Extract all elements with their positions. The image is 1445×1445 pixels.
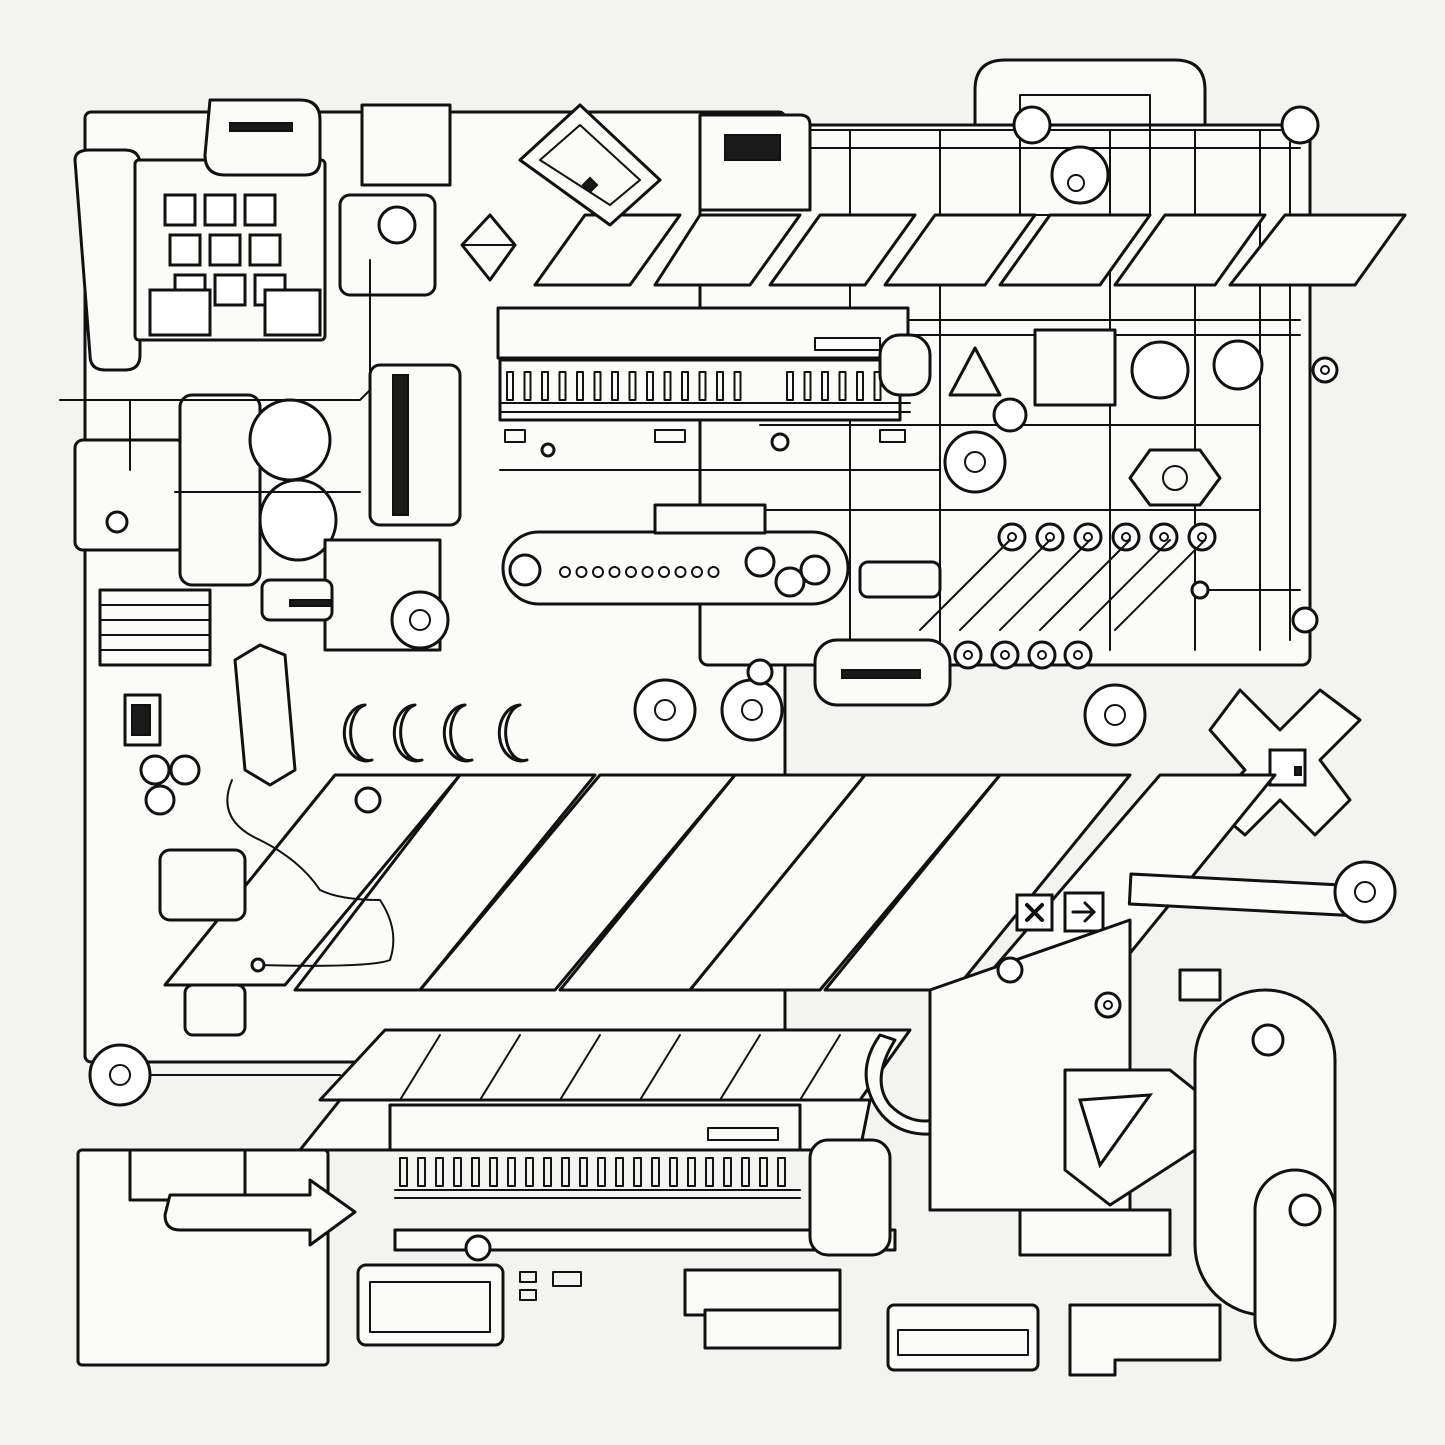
top-panel-row [533,213,1407,287]
comb-tooth [506,371,514,401]
keypad-block [73,148,327,372]
capsule-dot [592,566,604,578]
comb-tooth [576,371,584,401]
comb-tooth [723,1157,732,1187]
comb-tooth [435,1157,444,1187]
capsule-dot [707,566,720,578]
ring-hole [1000,650,1010,660]
right-lower-cluster [928,918,1337,1377]
ring [1073,522,1103,552]
comb-tooth [803,371,812,401]
left-middle-cluster [59,259,371,816]
comb-tooth [786,371,794,401]
comb-tooth [417,1157,426,1187]
ring [953,640,983,670]
comb-tooth [593,371,602,401]
comb-tooth [541,371,549,401]
right-rod [1127,860,1397,924]
comb-tooth [471,1157,480,1187]
comb-tooth [628,371,637,401]
comb-tooth [543,1157,552,1187]
top-bar-assembly [496,306,910,422]
ring [1035,522,1065,552]
ring-hole [1073,650,1083,660]
ring [1027,640,1057,670]
top-pins [1012,105,1320,205]
close-icon [1015,893,1054,932]
ring-hole [1159,532,1169,542]
lower-conveyor [298,1028,912,1152]
comb-tooth [525,1157,534,1187]
dark-channel [260,363,462,652]
diamond-shapes [460,103,662,282]
comb-tooth [651,1157,660,1187]
arrow-right-icon [1063,891,1105,933]
ring [1063,640,1093,670]
ring-hole [1197,532,1207,542]
rod-bundle [919,539,1319,634]
comb-teeth-top [506,371,882,401]
comb-tooth [611,371,619,401]
ring-hole [1037,650,1047,660]
comb-tooth [733,371,742,401]
comb-tooth [705,1157,714,1187]
comb-tooth [615,1157,624,1187]
capsule-dot [674,566,687,578]
comb-tooth [579,1157,588,1187]
bottom-rails [393,1189,897,1262]
ring-hole [1121,532,1131,542]
comb-tooth [558,371,567,401]
bottom-boxes [356,1138,1040,1372]
ring [1187,522,1217,552]
capsule-dot [641,566,654,578]
comb-tooth [663,371,672,401]
ring [1149,522,1179,552]
comb-tooth [669,1157,678,1187]
mid-rails [499,402,941,471]
capsule-dot [691,566,703,578]
comb-tooth [687,1157,696,1187]
comb-teeth-bottom [399,1157,786,1187]
center-wheels [633,638,1147,747]
comb-tooth [561,1157,570,1187]
ring-hole [1007,532,1017,542]
comb-tooth [633,1157,642,1187]
ring [990,640,1020,670]
right-upper-cluster [878,328,1339,507]
top-brackets [203,98,812,297]
capsule-display [501,503,942,606]
ring [1111,522,1141,552]
capsule-dot [608,566,621,578]
comb-tooth [777,1157,786,1187]
left-lower-cluster [88,848,341,1107]
comb-tooth [698,371,707,401]
ring-hole [963,650,973,660]
comb-tooth [399,1157,408,1187]
comb-tooth [716,371,724,401]
comb-tooth [681,371,689,401]
ring-array [953,522,1217,670]
comb-tooth [873,371,882,401]
icon-button-group [1015,891,1105,933]
comb-tooth [453,1157,462,1187]
capsule-dot [658,566,670,578]
comb-tooth [741,1157,750,1187]
comb-tooth [507,1157,516,1187]
comb-tooth [646,371,654,401]
comb-tooth [489,1157,498,1187]
comb-tooth [821,371,829,401]
comb-tooth [856,371,864,401]
capsule-dot [575,566,588,578]
bottom-left-block [76,1148,357,1367]
comb-tooth [523,371,532,401]
capsule-dot [559,566,571,578]
comb-tooth [759,1157,768,1187]
comb-tooth [597,1157,606,1187]
capsule-dot [625,566,637,578]
main-panel-row [163,773,1277,992]
crescent-row [342,703,529,763]
comb-tooth [838,371,847,401]
